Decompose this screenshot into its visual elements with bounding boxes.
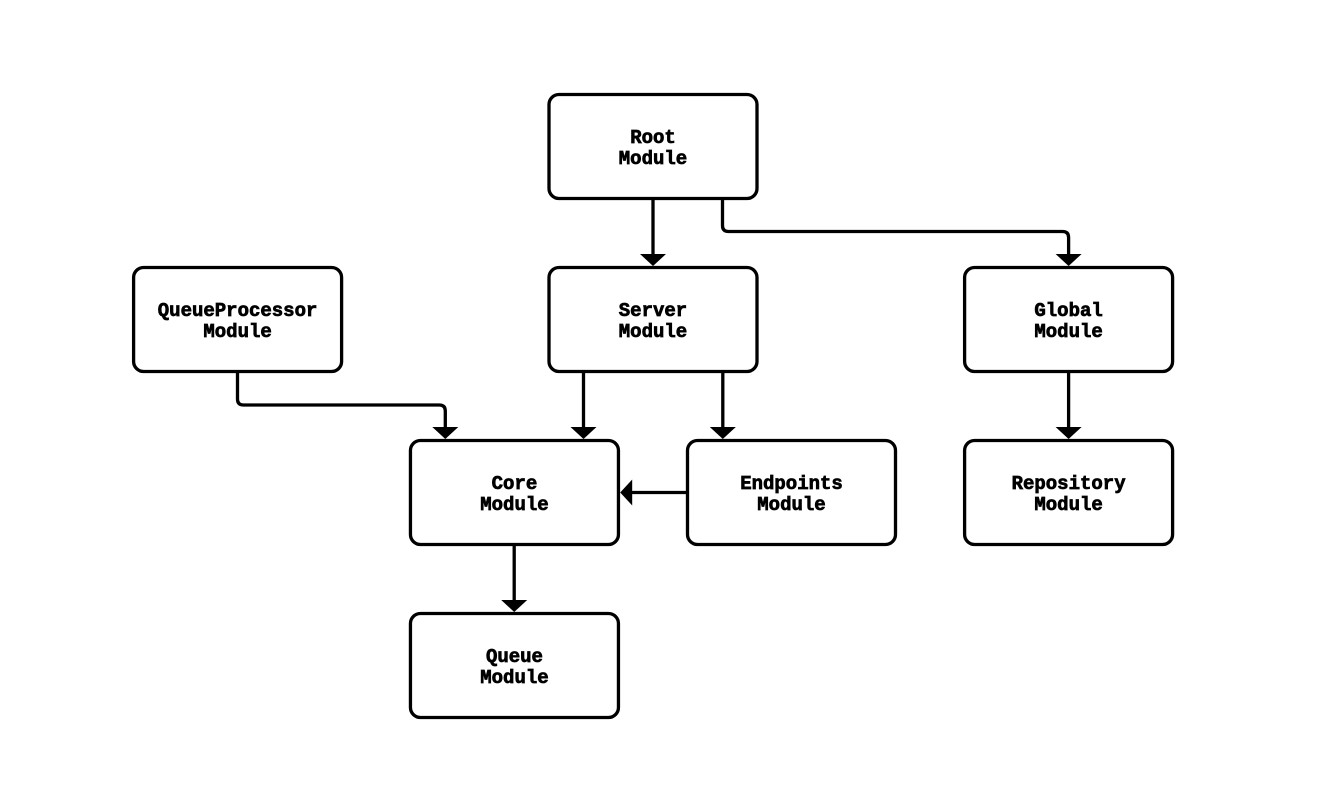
svg-text:Module: Module <box>1034 321 1102 343</box>
svg-text:Queue: Queue <box>486 646 543 668</box>
svg-text:Module: Module <box>1034 494 1102 516</box>
svg-text:Server: Server <box>619 300 687 322</box>
svg-text:Endpoints: Endpoints <box>740 473 843 495</box>
svg-text:Global: Global <box>1034 300 1102 322</box>
svg-text:Module: Module <box>619 148 687 170</box>
svg-text:Core: Core <box>492 473 538 495</box>
svg-text:Module: Module <box>480 494 548 516</box>
svg-text:Module: Module <box>757 494 825 516</box>
svg-text:Repository: Repository <box>1012 473 1127 495</box>
svg-text:Root: Root <box>630 127 676 149</box>
svg-text:Module: Module <box>480 667 548 689</box>
svg-text:Module: Module <box>619 321 687 343</box>
svg-text:QueueProcessor: QueueProcessor <box>158 300 318 322</box>
svg-text:Module: Module <box>203 321 271 343</box>
